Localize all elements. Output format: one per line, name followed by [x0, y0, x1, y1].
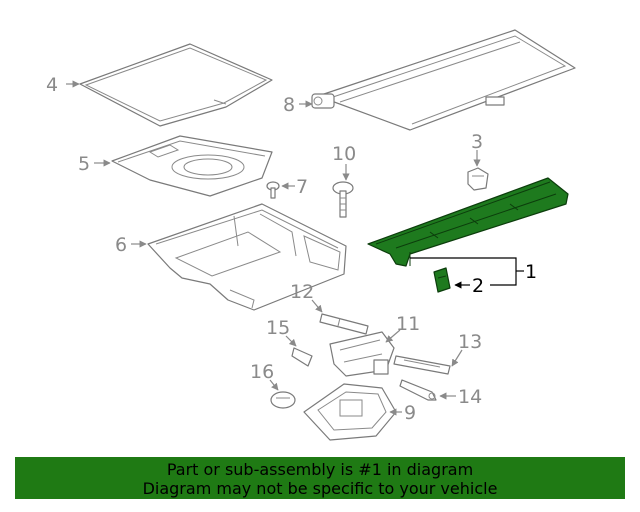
part-16-cap [270, 391, 296, 409]
part-10-bolt [332, 181, 354, 218]
part-9-tool-holder [303, 383, 397, 441]
part-8-cargo-cover [311, 29, 576, 131]
callout-2: 2 [472, 275, 484, 297]
parts-diagram: 4 8 5 3 10 7 [46, 29, 576, 441]
part-7-small-bolt [266, 181, 280, 199]
part-15-tool [291, 347, 313, 367]
callout-7: 7 [296, 176, 308, 198]
leader-11 [385, 329, 401, 343]
callout-16: 16 [250, 361, 274, 383]
callout-5: 5 [78, 153, 90, 175]
callout-6: 6 [115, 234, 127, 256]
part-11-jack [329, 331, 395, 377]
info-banner: Part or sub-assembly is #1 in diagram Di… [15, 457, 625, 499]
part-14-lug-tool [399, 379, 437, 401]
banner-line-1: Part or sub-assembly is #1 in diagram [166, 460, 474, 479]
part-4-floor-panel [79, 43, 273, 127]
leader-1-bracket [410, 257, 517, 286]
leader-16 [269, 379, 279, 391]
banner-line-2: Diagram may not be specific to your vehi… [142, 479, 498, 498]
callout-14: 14 [458, 386, 482, 408]
leader-15 [285, 335, 297, 347]
part-1-trim-panel [367, 177, 569, 267]
part-13-wrench [393, 355, 451, 375]
leader-13 [451, 349, 463, 367]
part-6-storage-tray [147, 203, 347, 311]
callout-11: 11 [396, 313, 420, 335]
callout-13: 13 [458, 331, 482, 353]
leader-12 [311, 299, 323, 313]
callout-3: 3 [471, 131, 483, 153]
part-3-clip [467, 167, 489, 191]
callout-10: 10 [332, 143, 356, 165]
callout-8: 8 [283, 94, 295, 116]
callout-9: 9 [404, 402, 416, 424]
part-5-floor-organizer [111, 135, 273, 197]
callout-15: 15 [266, 317, 290, 339]
callout-12: 12 [290, 281, 314, 303]
callout-1: 1 [525, 261, 537, 283]
callout-4: 4 [46, 74, 58, 96]
part-2-clip [433, 267, 451, 293]
part-12-handle [319, 313, 369, 335]
